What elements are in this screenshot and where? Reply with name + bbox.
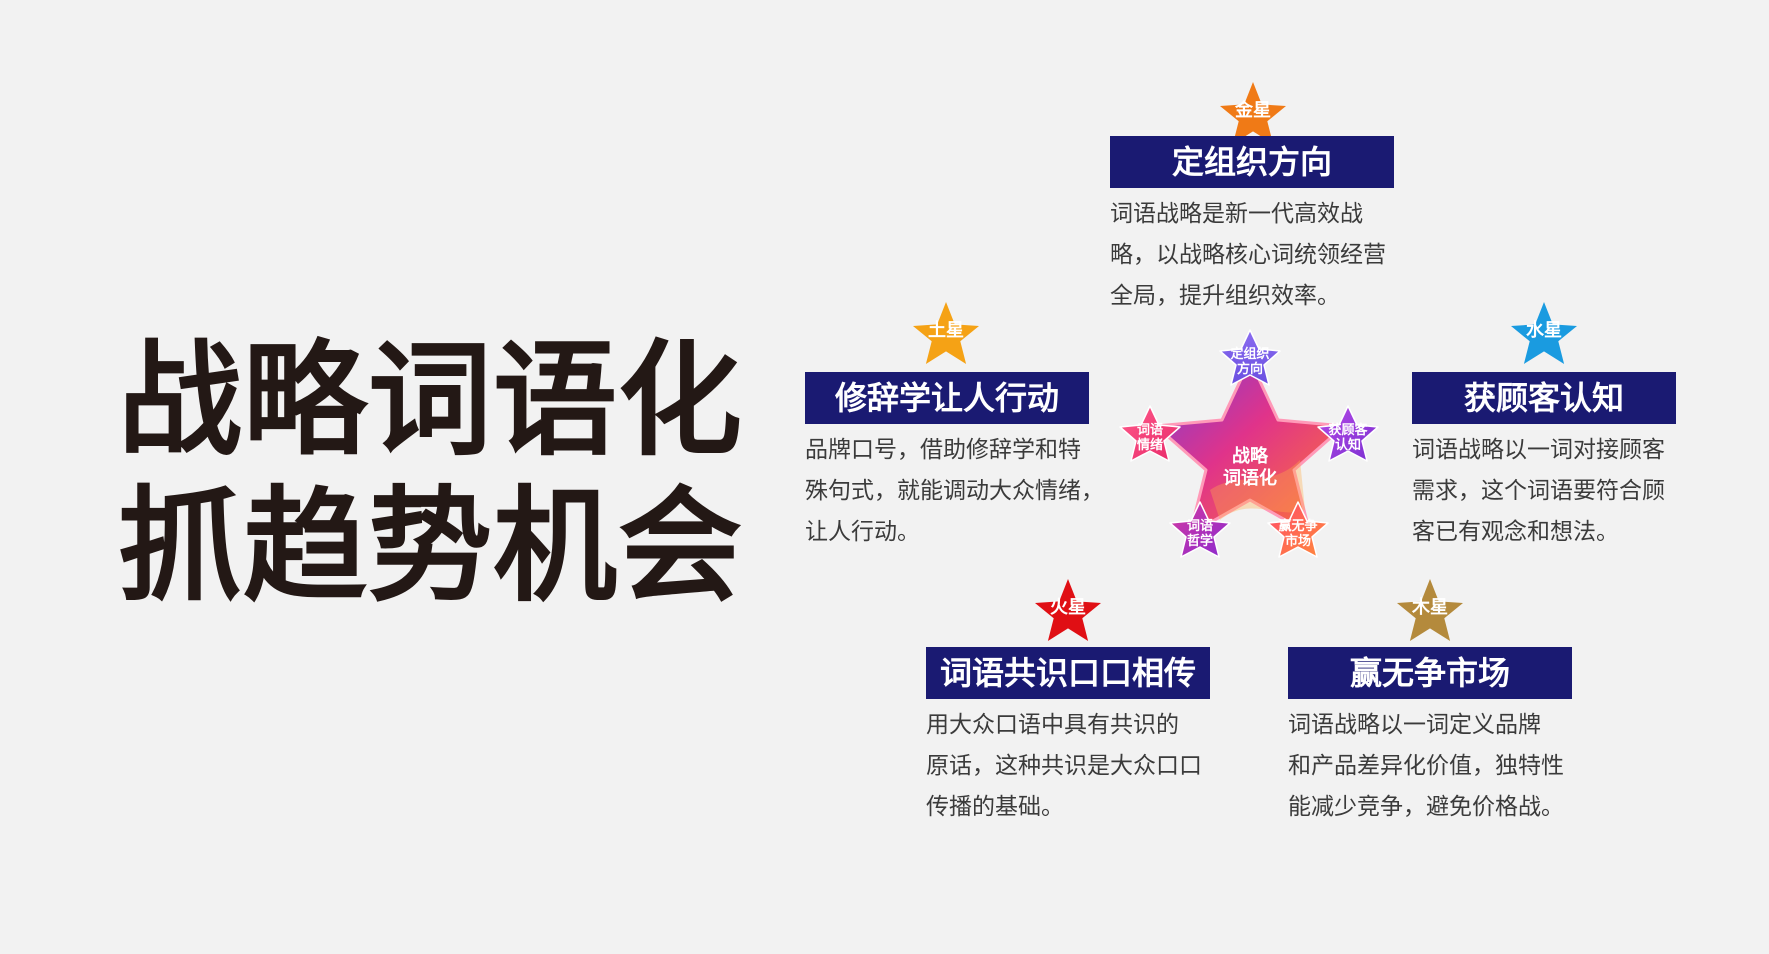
mercury-star-label: 水星 xyxy=(1526,320,1562,341)
mercury-desc-line-3: 客已有观念和想法。 xyxy=(1412,519,1619,545)
mars-desc-line-1: 用大众口语中具有共识的 xyxy=(926,712,1179,738)
center-main-label-line-1: 战略 xyxy=(1232,446,1268,467)
center-bottom-right-star xyxy=(1267,501,1329,558)
center-right-star xyxy=(1317,405,1379,462)
center-bottom-right-label-line-1: 赢无争 xyxy=(1278,519,1318,534)
mars-description: 用大众口语中具有共识的 原话，这种共识是大众口口 传播的基础。 xyxy=(926,705,1202,828)
center-bottom-right-label-line-2: 市场 xyxy=(1284,534,1311,549)
mercury-desc-line-1: 词语战略以一词对接顾客 xyxy=(1412,437,1665,463)
jupiter-desc-line-2: 和产品差异化价值，独特性 xyxy=(1288,753,1564,779)
mars-star-icon: 火星 xyxy=(1032,577,1104,643)
venus-title: 定组织方向 xyxy=(1110,136,1394,188)
venus-star-label: 金星 xyxy=(1235,100,1271,121)
mercury-description: 词语战略以一词对接顾客 需求，这个词语要符合顾 客已有观念和想法。 xyxy=(1412,430,1665,553)
center-bottom-left-label-line-2: 哲学 xyxy=(1186,534,1213,549)
center-left-star xyxy=(1119,405,1181,462)
headline: 战略词语化 抓趋势机会 xyxy=(118,328,743,620)
headline-line-2: 抓趋势机会 xyxy=(118,475,744,619)
venus-description: 词语战略是新一代高效战 略，以战略核心词统领经营 全局，提升组织效率。 xyxy=(1110,194,1386,317)
center-bottom-left-label: 词语 哲学 xyxy=(1175,519,1225,549)
center-main-label: 战略 词语化 xyxy=(1214,446,1286,490)
center-main-star xyxy=(1154,358,1346,536)
center-right-label-line-2: 认知 xyxy=(1334,438,1361,453)
mars-star-label: 火星 xyxy=(1050,597,1086,618)
saturn-desc-line-3: 让人行动。 xyxy=(805,519,920,545)
mercury-star-icon: 水星 xyxy=(1508,300,1580,366)
center-left-label-line-2: 情绪 xyxy=(1136,438,1163,453)
saturn-description: 品牌口号，借助修辞学和特 殊句式，就能调动大众情绪， 让人行动。 xyxy=(805,430,1104,553)
venus-desc-line-3: 全局，提升组织效率。 xyxy=(1110,283,1340,309)
center-bottom-left-label-line-1: 词语 xyxy=(1186,519,1213,534)
jupiter-star-icon: 木星 xyxy=(1394,577,1466,643)
saturn-desc-line-1: 品牌口号，借助修辞学和特 xyxy=(805,437,1081,463)
saturn-title: 修辞学让人行动 xyxy=(805,372,1089,424)
center-top-label-line-1: 定组织 xyxy=(1230,347,1270,362)
center-right-label: 获顾客 认知 xyxy=(1323,423,1373,453)
center-left-label: 词语 情绪 xyxy=(1125,423,1175,453)
mars-title: 词语共识口口相传 xyxy=(926,647,1210,699)
center-top-label: 定组织 方向 xyxy=(1225,347,1275,377)
jupiter-star-shape xyxy=(1397,579,1463,641)
mars-desc-line-2: 原话，这种共识是大众口口 xyxy=(926,753,1202,779)
saturn-star-label: 土星 xyxy=(928,320,964,341)
mars-star-shape xyxy=(1035,579,1101,641)
center-star-wave xyxy=(1210,460,1305,520)
center-right-label-line-1: 获顾客 xyxy=(1328,423,1368,438)
headline-line-1: 战略词语化 xyxy=(118,329,744,473)
mercury-star-shape xyxy=(1511,302,1577,364)
center-top-star xyxy=(1219,329,1281,386)
center-top-label-line-2: 方向 xyxy=(1236,362,1263,377)
venus-desc-line-1: 词语战略是新一代高效战 xyxy=(1110,201,1363,227)
venus-star-shape xyxy=(1220,82,1286,144)
center-bottom-left-star xyxy=(1169,501,1231,558)
center-main-label-line-2: 词语化 xyxy=(1223,468,1277,489)
saturn-desc-line-2: 殊句式，就能调动大众情绪， xyxy=(805,478,1104,504)
jupiter-description: 词语战略以一词定义品牌 和产品差异化价值，独特性 能减少竞争，避免价格战。 xyxy=(1288,705,1564,828)
center-left-label-line-1: 词语 xyxy=(1136,423,1163,438)
venus-desc-line-2: 略，以战略核心词统领经营 xyxy=(1110,242,1386,268)
jupiter-star-label: 木星 xyxy=(1412,597,1448,618)
venus-star-icon: 金星 xyxy=(1217,80,1289,146)
mercury-desc-line-2: 需求，这个词语要符合顾 xyxy=(1412,478,1665,504)
jupiter-title: 赢无争市场 xyxy=(1288,647,1572,699)
saturn-star-icon: 土星 xyxy=(910,300,982,366)
jupiter-desc-line-3: 能减少竞争，避免价格战。 xyxy=(1288,794,1564,820)
center-star-graphic xyxy=(1119,329,1379,558)
center-bottom-right-label: 赢无争 市场 xyxy=(1273,519,1323,549)
saturn-star-shape xyxy=(913,302,979,364)
jupiter-desc-line-1: 词语战略以一词定义品牌 xyxy=(1288,712,1541,738)
mars-desc-line-3: 传播的基础。 xyxy=(926,794,1064,820)
mercury-title: 获顾客认知 xyxy=(1412,372,1676,424)
